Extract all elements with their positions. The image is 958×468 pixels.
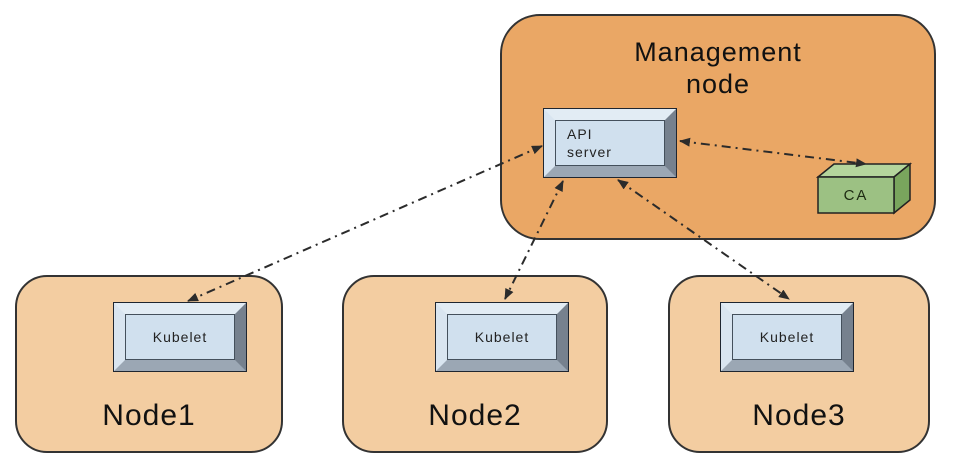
management-node-title: Management node [518,36,918,100]
kubelet-box-node3: Kubelet [720,302,854,372]
node2-label: Node2 [428,399,522,432]
node3-label: Node3 [752,399,846,432]
kubelet-bevel: Kubelet [114,303,246,371]
kubelet-box-node1: Kubelet [113,302,247,372]
api-server-bevel: API server [544,109,676,177]
api-server-label: API server [567,126,612,160]
kubelet-bevel: Kubelet [436,303,568,371]
kubelet-bevel: Kubelet [721,303,853,371]
kubelet-label-node2: Kubelet [474,329,530,345]
ca-label: CA [843,186,869,204]
api-server-box: API server [543,108,677,178]
kubelet-face: Kubelet [732,314,842,360]
kubelet-face: Kubelet [447,314,557,360]
kubelet-box-node2: Kubelet [435,302,569,372]
api-server-face: API server [555,120,665,166]
kubelet-label-node3: Kubelet [759,329,815,345]
node1-label: Node1 [102,399,196,432]
management-node-title-text: Management node [634,37,802,99]
kubelet-label-node1: Kubelet [152,329,208,345]
kubelet-face: Kubelet [125,314,235,360]
